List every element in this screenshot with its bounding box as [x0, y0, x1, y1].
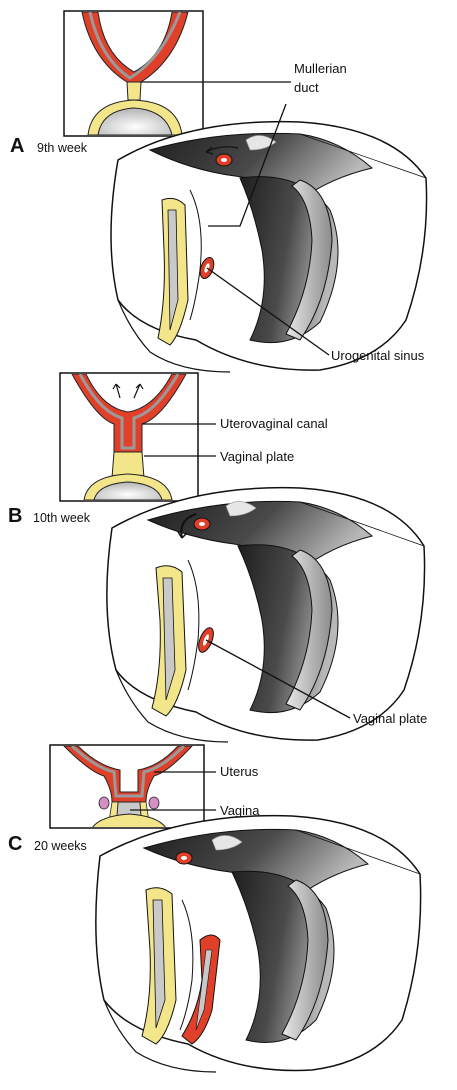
inset-c [50, 745, 204, 828]
embryo-a [111, 122, 427, 372]
inset-a [64, 11, 203, 136]
label-vagina: Vagina [220, 803, 260, 818]
panel-b: B 10th week Uterovaginal canal Vaginal p… [8, 373, 427, 742]
label-vaginal-plate-inset: Vaginal plate [220, 449, 294, 464]
label-uterovaginal-canal: Uterovaginal canal [220, 416, 328, 431]
inset-b [60, 373, 198, 501]
label-urogenital-sinus: Urogenital sinus [331, 348, 425, 363]
embryo-c [96, 816, 421, 1072]
panel-letter-c: C [8, 833, 22, 855]
panel-letter-b: B [8, 505, 22, 527]
label-vaginal-plate: Vaginal plate [353, 711, 427, 726]
panel-time-b: 10th week [33, 511, 91, 525]
label-mullerian-line2: duct [294, 80, 319, 95]
panel-letter-a: A [10, 135, 24, 157]
label-uterus: Uterus [220, 764, 259, 779]
panel-a: A 9th week Mullerian duct Urogenit [10, 11, 427, 372]
panel-c: C 20 weeks Uterus Vagina [8, 745, 421, 1072]
panel-time-a: 9th week [37, 141, 88, 155]
label-mullerian-line1: Mullerian [294, 61, 347, 76]
panel-time-c: 20 weeks [34, 839, 87, 853]
embryo-b [107, 488, 425, 742]
